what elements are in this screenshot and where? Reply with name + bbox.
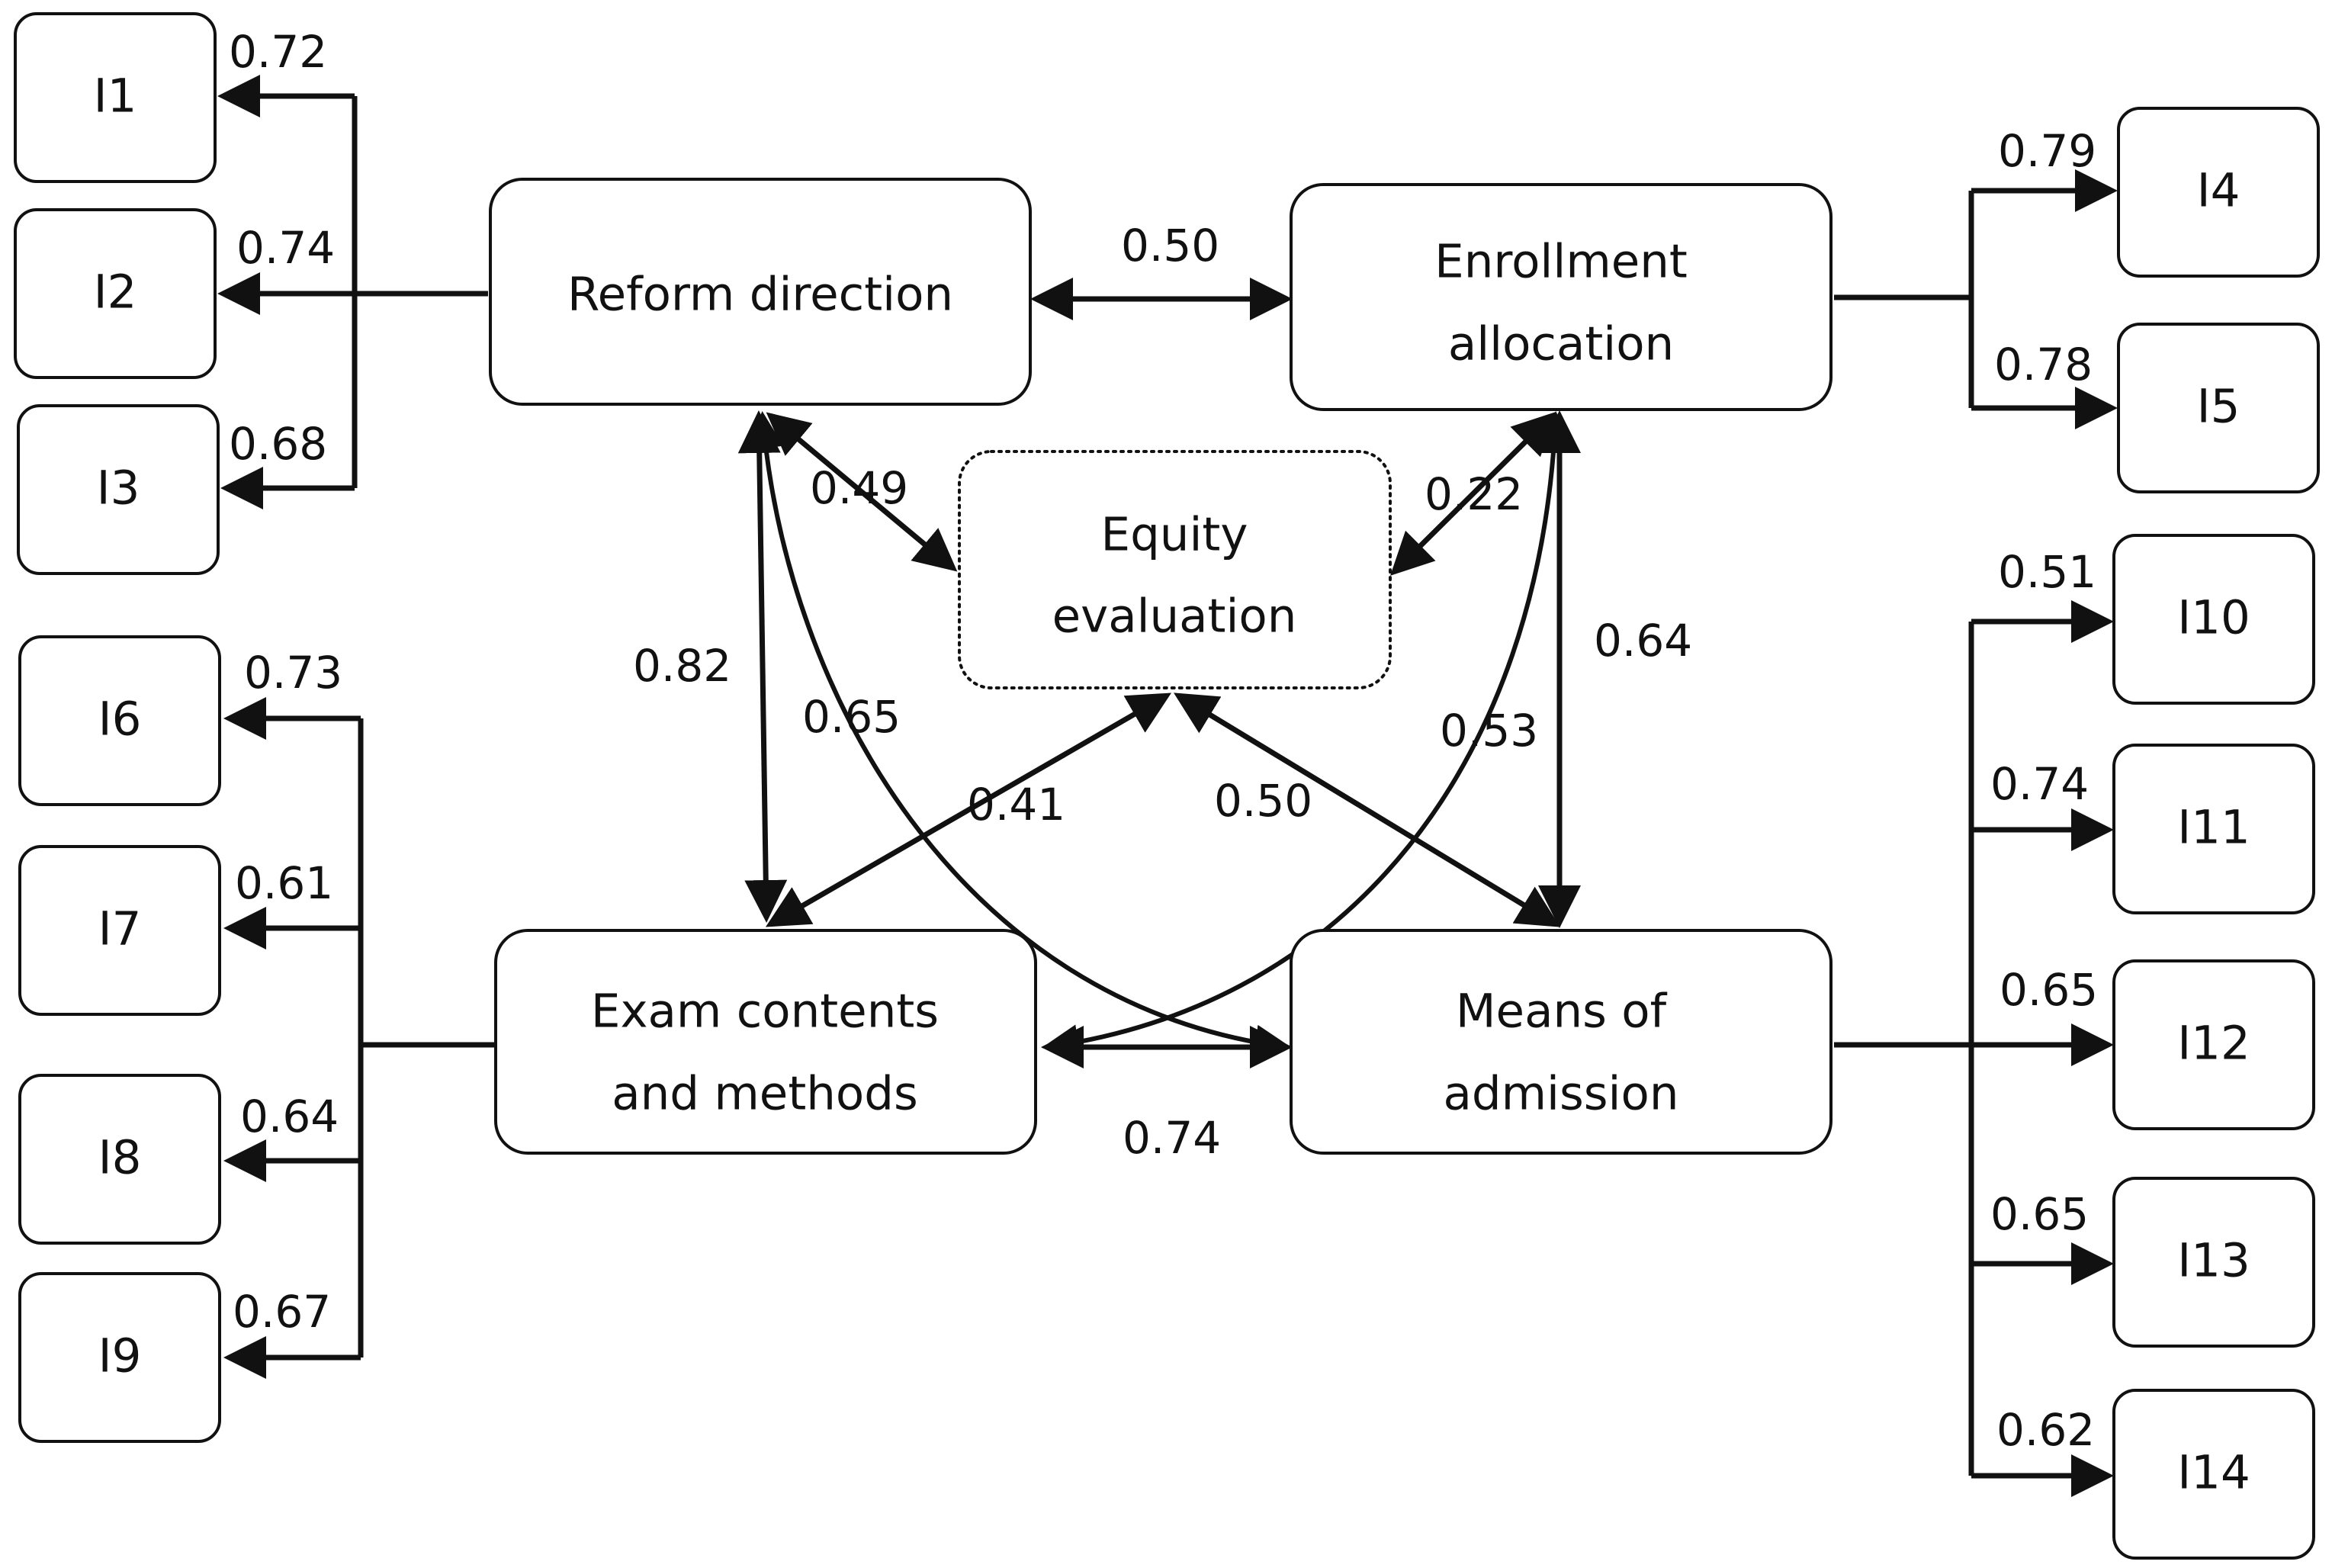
indicator-i11-label: I11 bbox=[2177, 801, 2250, 855]
corr-label-exam-means: 0.74 bbox=[1123, 1112, 1221, 1164]
indicator-i2-label: I2 bbox=[94, 265, 137, 320]
exam-contents-label-line1: Exam contents bbox=[591, 985, 939, 1039]
corr-label-reform-exam: 0.82 bbox=[633, 640, 731, 692]
corr-label-enrollment-exam: 0.53 bbox=[1440, 705, 1538, 757]
indicator-i12-label: I12 bbox=[2177, 1017, 2250, 1071]
indicator-i6-label: I6 bbox=[98, 692, 142, 747]
loading-i5: 0.78 bbox=[1994, 339, 2093, 390]
loading-i3: 0.68 bbox=[229, 418, 327, 470]
indicator-i5-label: I5 bbox=[2197, 380, 2240, 434]
loading-i6: 0.73 bbox=[244, 647, 342, 699]
indicator-i4-label: I4 bbox=[2197, 164, 2240, 218]
indicator-i12: I12 bbox=[2112, 959, 2315, 1130]
loading-i7: 0.61 bbox=[235, 857, 333, 909]
indicator-i13: I13 bbox=[2112, 1177, 2315, 1348]
loading-i4: 0.79 bbox=[1998, 125, 2096, 177]
loading-i8: 0.64 bbox=[240, 1091, 339, 1142]
enrollment-allocation-node: Enrollment allocation bbox=[1290, 183, 1833, 411]
equity-evaluation-node: Equity evaluation bbox=[958, 450, 1392, 689]
correlation-labels: 0.50 0.49 0.22 0.82 0.65 0.41 0.50 0.53 … bbox=[633, 220, 1692, 1164]
equity-evaluation-label-line1: Equity bbox=[1101, 508, 1248, 562]
equity-evaluation-label-line2: evaluation bbox=[1052, 590, 1297, 644]
corr-label-exam-equity: 0.41 bbox=[967, 779, 1065, 831]
corr-reform-exam bbox=[737, 410, 788, 923]
indicator-i6: I6 bbox=[18, 635, 221, 806]
indicator-i10: I10 bbox=[2112, 534, 2315, 705]
indicator-i14: I14 bbox=[2112, 1389, 2315, 1560]
indicator-i5: I5 bbox=[2117, 323, 2320, 493]
indicator-i9-label: I9 bbox=[98, 1329, 142, 1383]
loading-i9: 0.67 bbox=[233, 1286, 331, 1338]
indicator-i14-label: I14 bbox=[2177, 1446, 2250, 1500]
indicator-i1-label: I1 bbox=[94, 69, 137, 124]
indicator-i2: I2 bbox=[14, 208, 217, 379]
loading-i12: 0.65 bbox=[2000, 964, 2098, 1016]
indicator-i3-label: I3 bbox=[97, 461, 140, 516]
corr-label-reform-means: 0.65 bbox=[802, 691, 901, 743]
corr-enrollment-exam bbox=[1042, 411, 1573, 1061]
indicator-i13-label: I13 bbox=[2177, 1234, 2250, 1288]
loading-i14: 0.62 bbox=[1996, 1404, 2095, 1456]
indicator-i10-label: I10 bbox=[2177, 591, 2250, 645]
corr-label-reform-equity: 0.49 bbox=[810, 462, 908, 514]
reform-direction-label: Reform direction bbox=[567, 268, 953, 322]
indicator-i1: I1 bbox=[14, 12, 217, 183]
indicator-i8: I8 bbox=[18, 1074, 221, 1245]
indicator-i9: I9 bbox=[18, 1272, 221, 1443]
exam-contents-label-line2: and methods bbox=[612, 1067, 918, 1121]
indicator-i4: I4 bbox=[2117, 107, 2320, 278]
enrollment-allocation-label-line1: Enrollment bbox=[1434, 235, 1688, 289]
indicator-i11: I11 bbox=[2112, 744, 2315, 914]
indicator-i7-label: I7 bbox=[98, 902, 142, 956]
corr-label-means-equity: 0.50 bbox=[1214, 775, 1312, 827]
means-of-admission-label-line2: admission bbox=[1444, 1067, 1679, 1121]
loading-i10: 0.51 bbox=[1998, 546, 2096, 598]
reform-direction-node: Reform direction bbox=[489, 178, 1032, 406]
enrollment-allocation-label-line2: allocation bbox=[1448, 317, 1674, 371]
loading-labels: 0.72 0.74 0.68 0.79 0.78 0.73 0.61 0.64 … bbox=[229, 26, 2098, 1456]
indicator-i3: I3 bbox=[17, 404, 220, 575]
indicator-i8-label: I8 bbox=[98, 1131, 142, 1185]
loading-i1: 0.72 bbox=[229, 26, 327, 78]
corr-label-enrollment-equity: 0.22 bbox=[1425, 468, 1523, 520]
indicator-i7: I7 bbox=[18, 845, 221, 1016]
exam-contents-node: Exam contents and methods bbox=[494, 929, 1037, 1155]
connector-lines bbox=[217, 75, 2118, 1497]
means-of-admission-node: Means of admission bbox=[1290, 929, 1833, 1155]
loading-i13: 0.65 bbox=[1990, 1188, 2089, 1240]
means-of-admission-label-line1: Means of bbox=[1456, 985, 1668, 1039]
corr-label-enrollment-means: 0.64 bbox=[1594, 615, 1692, 667]
corr-label-reform-enrollment: 0.50 bbox=[1121, 220, 1219, 272]
loading-i2: 0.74 bbox=[236, 222, 335, 274]
loading-i11: 0.74 bbox=[1990, 758, 2089, 810]
